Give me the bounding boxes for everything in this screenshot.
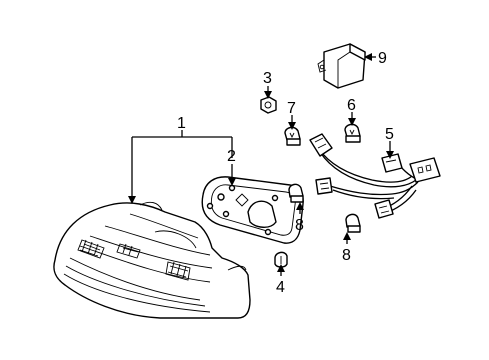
callout-9: 9 <box>378 50 387 67</box>
tail-lamp-assembly <box>53 201 251 319</box>
wiring-harness <box>309 133 441 219</box>
callout-8-upper: 8 <box>295 217 304 234</box>
callout-4: 4 <box>276 279 285 296</box>
callout-7: 7 <box>287 100 296 117</box>
bulb-8-lower <box>345 213 361 233</box>
callout-labels: 1 2 3 4 5 6 7 8 8 9 <box>177 50 394 296</box>
callout-5: 5 <box>385 126 394 143</box>
nut <box>260 96 277 114</box>
bulb-6 <box>344 123 361 143</box>
callout-6: 6 <box>347 97 356 114</box>
bulb-7 <box>284 126 301 146</box>
bulb-8-upper <box>288 183 304 203</box>
callout-1: 1 <box>177 115 186 132</box>
bolt-clip <box>274 251 288 268</box>
callout-2: 2 <box>227 148 236 165</box>
callout-3: 3 <box>263 70 272 87</box>
callout-8-lower: 8 <box>342 247 351 264</box>
leader-lines <box>128 53 394 276</box>
control-module <box>317 43 366 89</box>
lamp-gasket <box>201 176 304 244</box>
